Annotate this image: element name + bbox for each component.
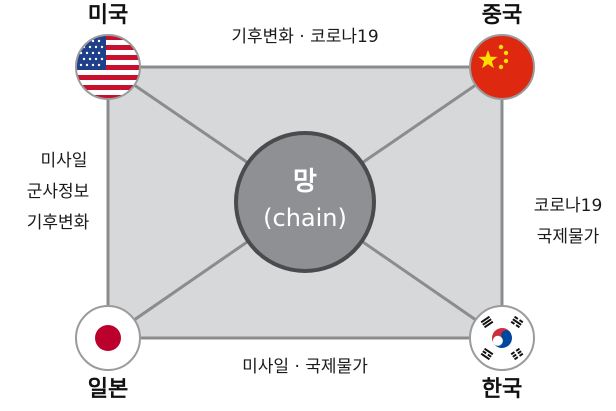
korea-flag-icon	[469, 305, 535, 371]
hub-title: 망	[293, 167, 317, 197]
country-label-japan: 일본	[88, 377, 128, 402]
usa-flag-icon	[75, 34, 141, 100]
japan-flag-icon	[75, 305, 141, 371]
country-label-korea: 한국	[482, 377, 522, 402]
edge-label-top: 기후변화 · 코로나19	[231, 27, 378, 47]
hub-subtitle: (chain)	[263, 204, 347, 232]
chain-hub	[234, 131, 376, 273]
edge-label-bottom: 미사일 · 국제물가	[242, 357, 368, 377]
china-flag-icon	[469, 34, 535, 100]
country-label-usa: 미국	[88, 3, 128, 28]
country-label-china: 중국	[482, 3, 522, 28]
edge-label-left-line-3: 기후변화	[27, 213, 90, 233]
edge-label-left-line-1: 미사일	[41, 151, 88, 171]
edge-label-left-line-2: 군사정보	[27, 182, 90, 202]
edge-label-right-line-1: 코로나19	[534, 196, 603, 216]
edge-label-right-line-2: 국제물가	[537, 227, 600, 247]
